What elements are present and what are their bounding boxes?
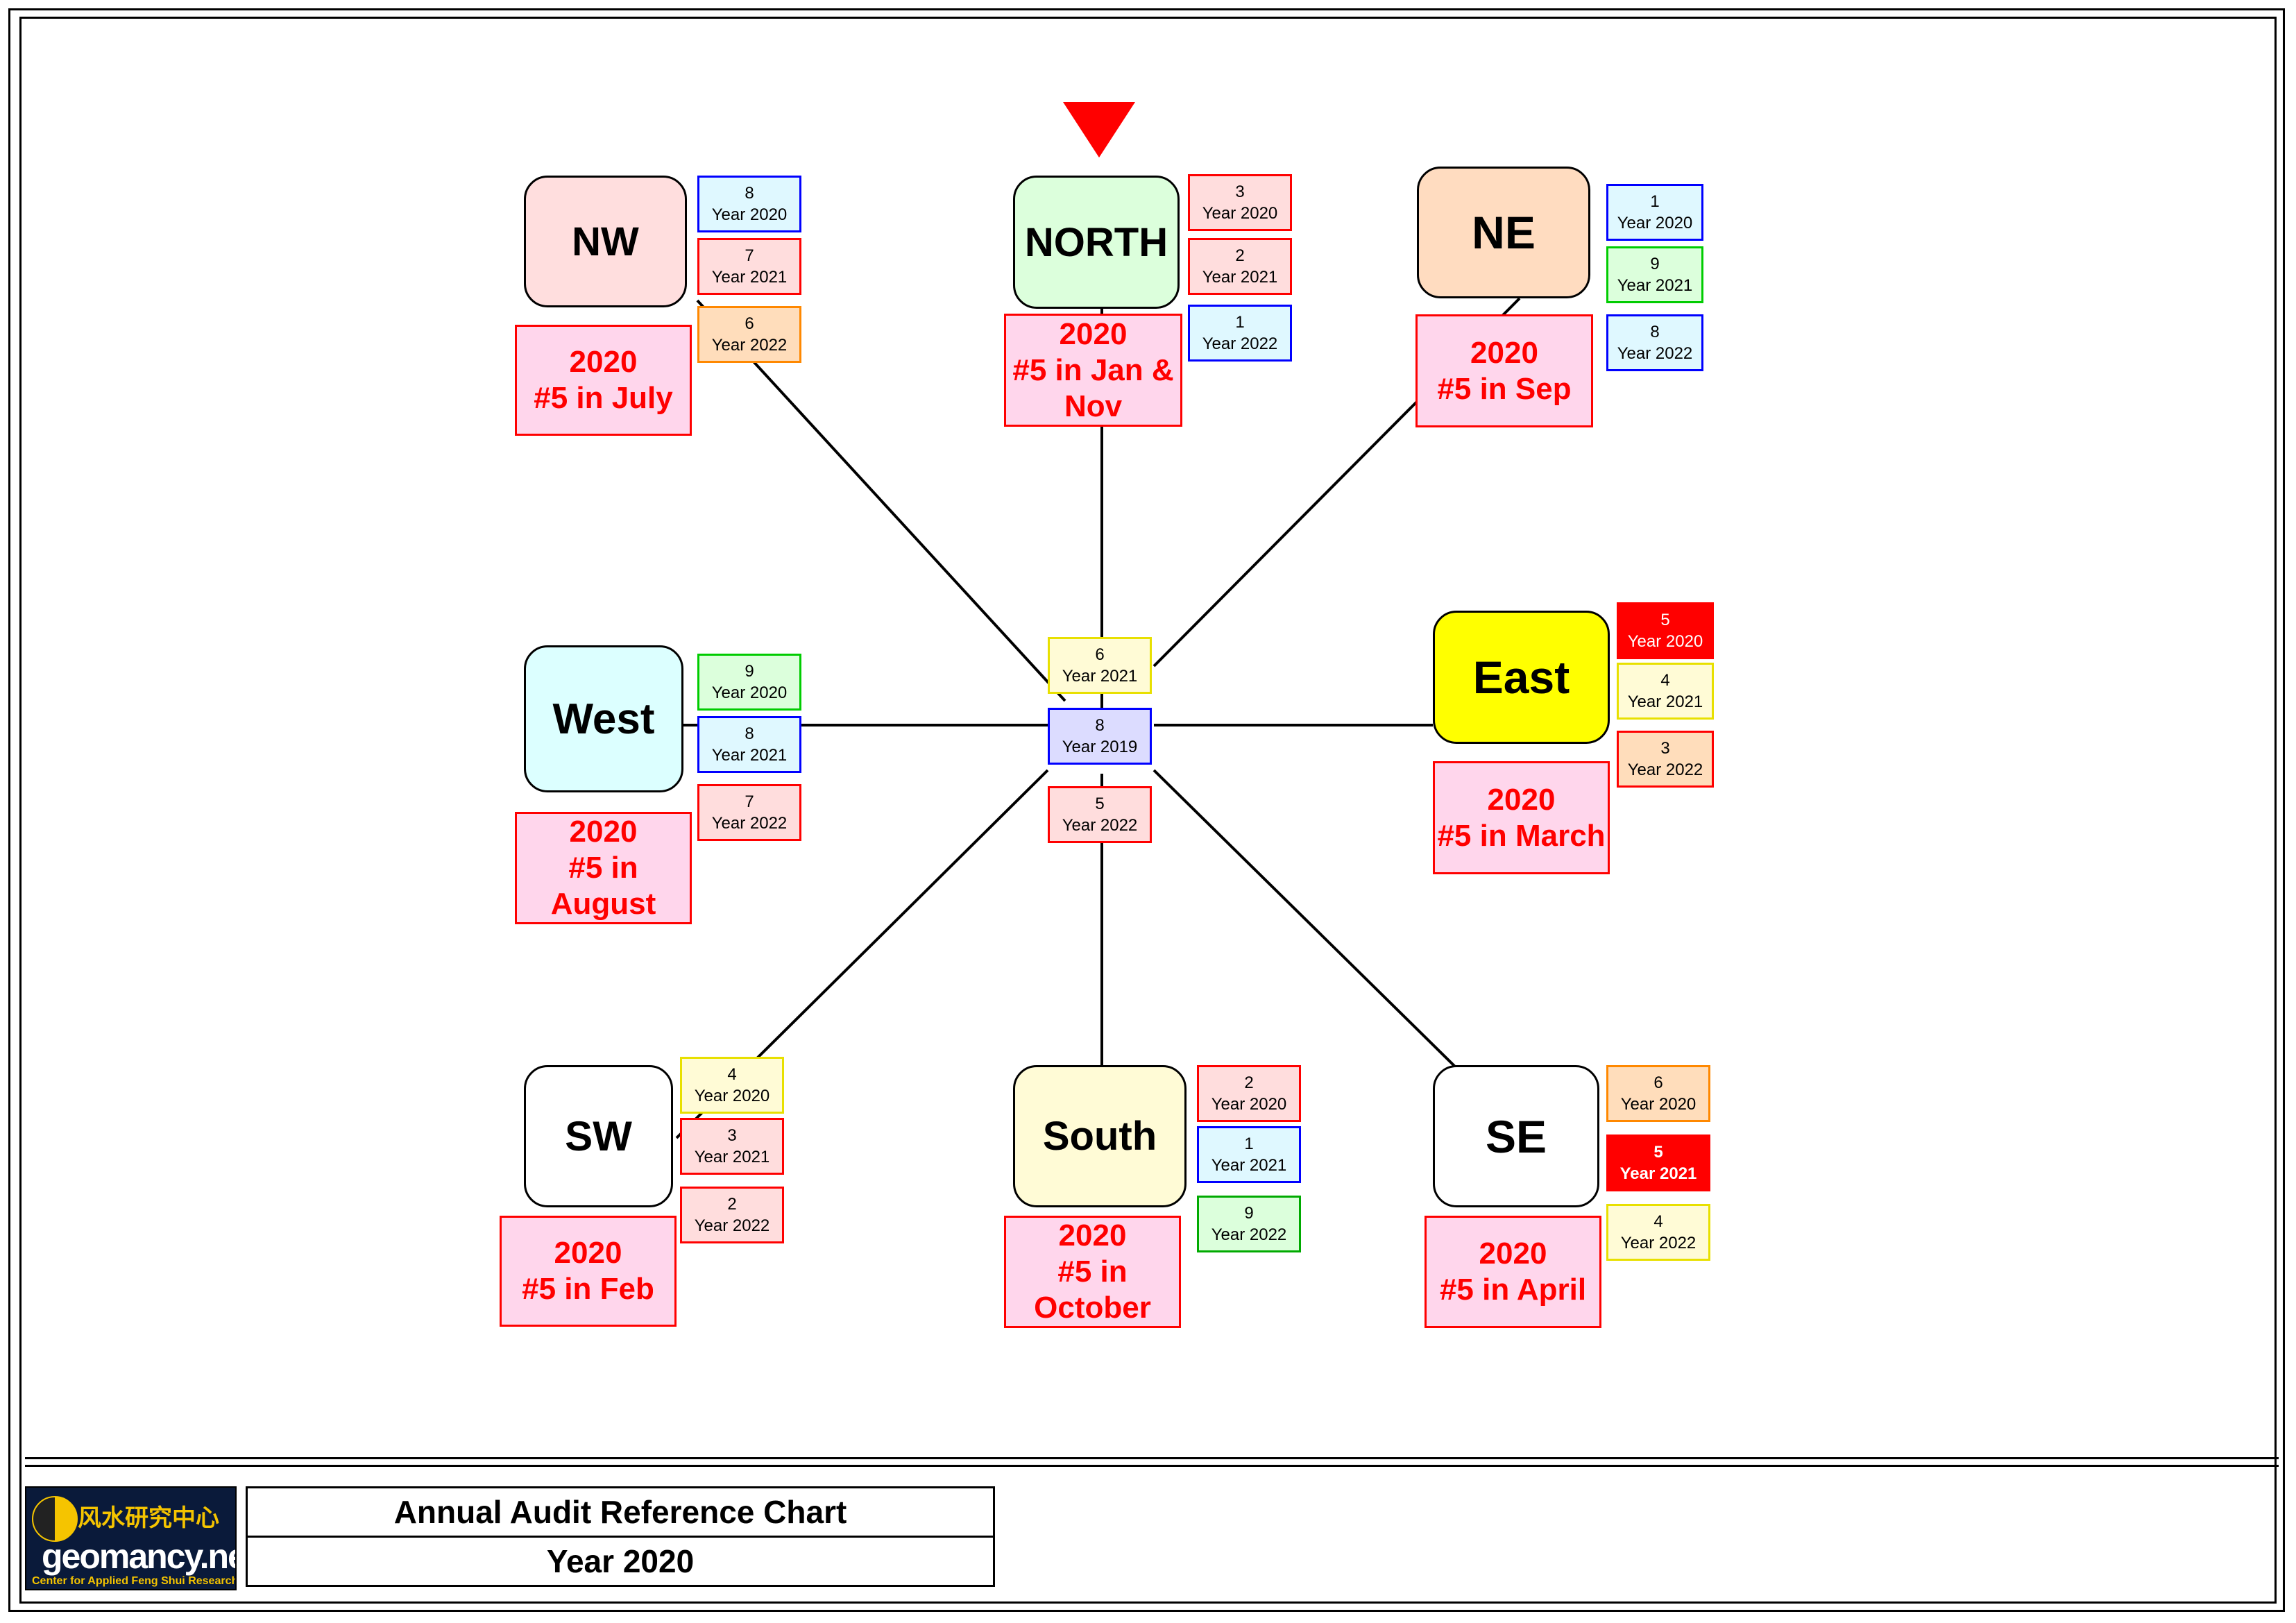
sector-sw: SW bbox=[524, 1065, 673, 1207]
sector-east: East bbox=[1433, 611, 1610, 744]
yin-yang-icon bbox=[32, 1496, 78, 1542]
sector-west: West bbox=[524, 645, 683, 792]
chart-title: Annual Audit Reference Chart bbox=[246, 1486, 995, 1538]
note-ne: 2020 #5 in Sep bbox=[1415, 314, 1593, 427]
note-east: 2020 #5 in March bbox=[1433, 761, 1610, 874]
sector-south: South bbox=[1013, 1065, 1187, 1207]
logo-tagline: Center for Applied Feng Shui Research bbox=[32, 1575, 237, 1587]
note-west: 2020 #5 in August bbox=[515, 812, 692, 924]
chart-subtitle: Year 2020 bbox=[246, 1536, 995, 1587]
logo-chinese-text: 风水研究中心 bbox=[78, 1505, 219, 1531]
note-sw: 2020 #5 in Feb bbox=[500, 1216, 677, 1327]
inner-frame bbox=[19, 17, 2277, 1604]
north-pointer-icon bbox=[1063, 102, 1135, 158]
sector-ne: NE bbox=[1417, 167, 1590, 298]
line-se bbox=[1153, 769, 1459, 1070]
sector-north: NORTH bbox=[1013, 176, 1180, 309]
footer-rule bbox=[25, 1457, 2279, 1467]
note-se: 2020 #5 in April bbox=[1425, 1216, 1601, 1328]
outer-frame bbox=[8, 8, 2285, 1612]
note-south: 2020 #5 in October bbox=[1004, 1216, 1181, 1328]
sector-nw: NW bbox=[524, 176, 687, 307]
note-north: 2020 #5 in Jan & Nov bbox=[1004, 314, 1182, 427]
geomancy-logo: 风水研究中心 geomancy.net Center for Applied F… bbox=[25, 1486, 237, 1590]
line-nw bbox=[696, 299, 1066, 702]
note-nw: 2020 #5 in July bbox=[515, 325, 692, 436]
sector-se: SE bbox=[1433, 1065, 1599, 1207]
logo-site-name: geomancy.net bbox=[42, 1537, 237, 1576]
